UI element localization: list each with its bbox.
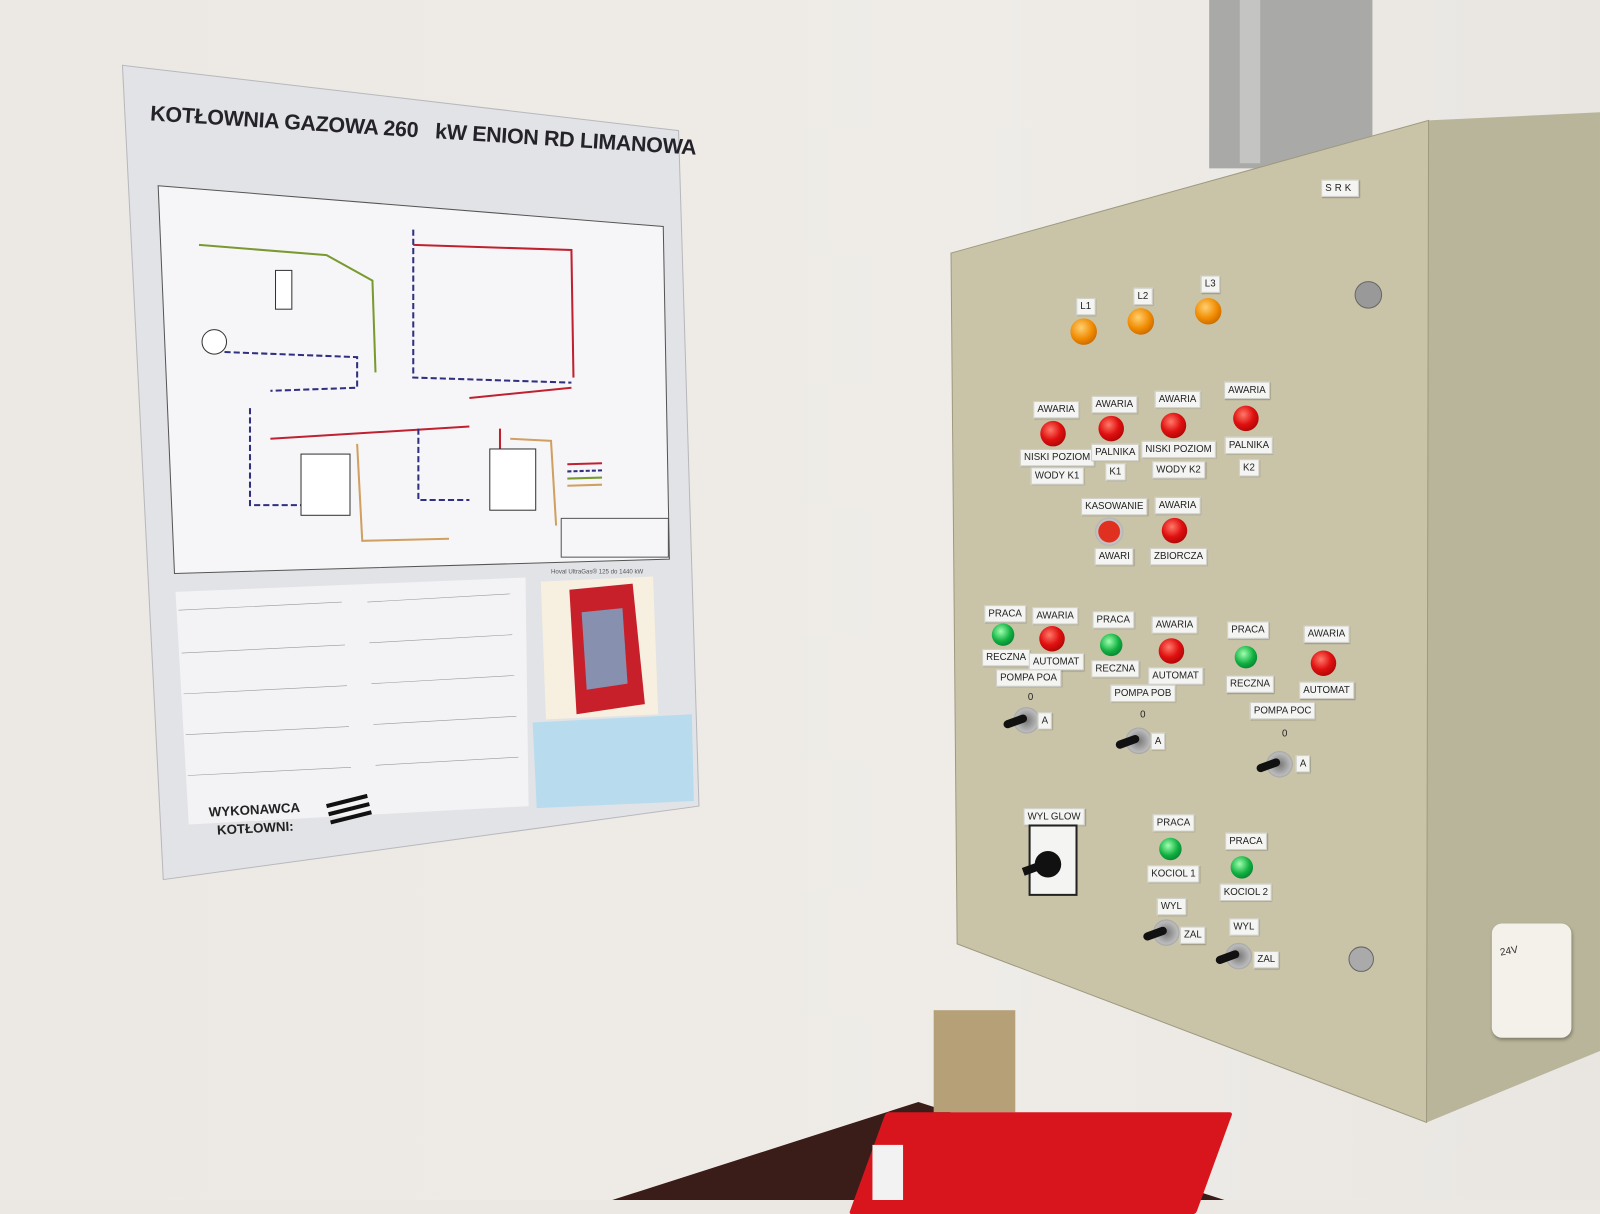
alarm-label: WODY K1 bbox=[1030, 467, 1084, 485]
switch-pos-label: 0 bbox=[1281, 728, 1288, 740]
alarm-lamp-low-water-k2 bbox=[1160, 412, 1187, 439]
general-alarm-label: AWARIA bbox=[1154, 496, 1201, 515]
expansion-vessel-icon bbox=[201, 329, 228, 355]
alarm-lamp-burner-k2 bbox=[1233, 405, 1259, 432]
cabinet-side bbox=[1426, 112, 1600, 1123]
pump-name-label: POMPA POB bbox=[1110, 684, 1176, 703]
general-alarm-label: ZBIORCZA bbox=[1149, 547, 1208, 566]
pump-label: RECZNA bbox=[982, 648, 1031, 667]
alarm-label: NISKI POZIOM bbox=[1019, 448, 1095, 467]
pump-c-work-lamp bbox=[1234, 645, 1258, 669]
main-switch-knob[interactable] bbox=[1034, 851, 1062, 878]
switch-pos-label: A bbox=[1150, 732, 1166, 750]
phase-lamp-l3 bbox=[1194, 297, 1222, 325]
boiler-label: PRACA bbox=[1152, 814, 1195, 832]
lamp-label-l1: L1 bbox=[1076, 297, 1096, 316]
boiler-label: KOCIOL 1 bbox=[1147, 865, 1200, 883]
switch-pos-label: A bbox=[1295, 755, 1311, 773]
alarm-lamp-burner-k1 bbox=[1098, 415, 1124, 442]
pump-label: AWARIA bbox=[1032, 607, 1078, 625]
boiler-1-work-lamp bbox=[1159, 837, 1182, 861]
socket-label: 24V bbox=[1499, 944, 1519, 959]
cable-tray bbox=[1209, 0, 1373, 169]
alarm-label: K2 bbox=[1238, 459, 1259, 477]
pump-b-selector-switch[interactable] bbox=[1125, 727, 1153, 755]
boiler-label: KOCIOL 2 bbox=[1219, 883, 1273, 902]
boiler-2-switch[interactable] bbox=[1225, 942, 1253, 970]
pump-label: PRACA bbox=[1227, 621, 1269, 639]
binder-label bbox=[872, 1144, 904, 1200]
lamp-label-l3: L3 bbox=[1200, 275, 1220, 293]
switch-pos-label: A bbox=[1037, 712, 1053, 730]
tank-icon bbox=[274, 269, 293, 310]
alarm-label: PALNIKA bbox=[1224, 436, 1274, 455]
power-socket-24v[interactable]: 24V bbox=[1491, 923, 1572, 1038]
pump-a-alarm-lamp bbox=[1039, 626, 1065, 652]
alarm-lamp-low-water-k1 bbox=[1040, 420, 1066, 447]
alarm-label: WODY K2 bbox=[1152, 461, 1205, 479]
phase-lamp-l1 bbox=[1070, 318, 1097, 345]
pump-label: AUTOMAT bbox=[1028, 653, 1084, 671]
pump-name-label: POMPA POA bbox=[996, 669, 1062, 687]
reset-label: KASOWANIE bbox=[1081, 497, 1148, 516]
table-lines bbox=[178, 593, 519, 776]
reset-label: AWARI bbox=[1094, 547, 1134, 566]
switch-pos-label: WYL bbox=[1229, 918, 1259, 936]
pump-c-alarm-lamp bbox=[1310, 650, 1337, 677]
contractor-logo bbox=[326, 793, 372, 825]
pump-label: AUTOMAT bbox=[1299, 681, 1354, 699]
door-lock-icon[interactable] bbox=[1354, 281, 1383, 309]
boiler-caption: Hoval UltraGas® 125 do 1440 kW bbox=[551, 569, 644, 576]
alarm-label: AWARIA bbox=[1154, 390, 1201, 409]
materials-table bbox=[175, 577, 529, 825]
pump-label: RECZNA bbox=[1091, 660, 1140, 678]
switch-pos-label: 0 bbox=[1027, 691, 1034, 704]
pump-b-work-lamp bbox=[1099, 633, 1123, 657]
title-block bbox=[560, 517, 669, 558]
main-switch-label: WYL GLOW bbox=[1023, 808, 1085, 826]
alarm-label: NISKI POZIOM bbox=[1141, 440, 1216, 459]
pump-name-label: POMPA POC bbox=[1249, 702, 1316, 720]
boiler-label: PRACA bbox=[1225, 832, 1267, 850]
alarm-label: AWARIA bbox=[1033, 401, 1079, 419]
pump-label: PRACA bbox=[1092, 611, 1135, 629]
general-alarm-lamp bbox=[1161, 517, 1188, 544]
boiler-1-switch[interactable] bbox=[1153, 919, 1180, 946]
alarm-label: AWARIA bbox=[1091, 395, 1138, 414]
boiler-spec-table bbox=[532, 714, 694, 809]
red-binder[interactable] bbox=[848, 1112, 1233, 1214]
paper-bag bbox=[933, 1010, 1016, 1113]
switch-pos-label: WYL bbox=[1156, 897, 1187, 916]
pump-c-selector-switch[interactable] bbox=[1266, 751, 1293, 778]
pump-b-alarm-lamp bbox=[1158, 638, 1185, 664]
boiler2-icon bbox=[489, 448, 537, 511]
phase-lamp-l2 bbox=[1127, 308, 1155, 335]
pump-label: AUTOMAT bbox=[1148, 667, 1203, 685]
legend-lines bbox=[567, 462, 603, 487]
pump-a-selector-switch[interactable] bbox=[1013, 707, 1040, 734]
alarm-label: PALNIKA bbox=[1091, 443, 1140, 462]
switch-pos-label: ZAL bbox=[1253, 951, 1280, 969]
schematic-pipes bbox=[198, 229, 575, 542]
switch-pos-label: ZAL bbox=[1179, 926, 1206, 944]
lamp-label-l2: L2 bbox=[1133, 287, 1153, 306]
alarm-label: K1 bbox=[1105, 463, 1126, 481]
pump-label: PRACA bbox=[984, 605, 1026, 623]
switch-pos-label: 0 bbox=[1140, 709, 1146, 721]
reset-alarm-button[interactable] bbox=[1094, 517, 1124, 546]
alarm-label: AWARIA bbox=[1224, 381, 1270, 399]
pump-label: AWARIA bbox=[1151, 616, 1198, 634]
boiler1-icon bbox=[300, 453, 351, 516]
boiler-2-work-lamp bbox=[1230, 856, 1254, 879]
poster-contractor: WYKONAWCA KOTŁOWNI: bbox=[208, 799, 301, 840]
pump-a-work-lamp bbox=[991, 623, 1015, 646]
panel-id-label: SRK bbox=[1321, 179, 1359, 197]
door-lock-bottom-icon[interactable] bbox=[1348, 946, 1374, 972]
pump-label: AWARIA bbox=[1303, 625, 1350, 643]
main-power-switch[interactable] bbox=[1028, 824, 1078, 896]
pump-label: RECZNA bbox=[1225, 675, 1275, 693]
